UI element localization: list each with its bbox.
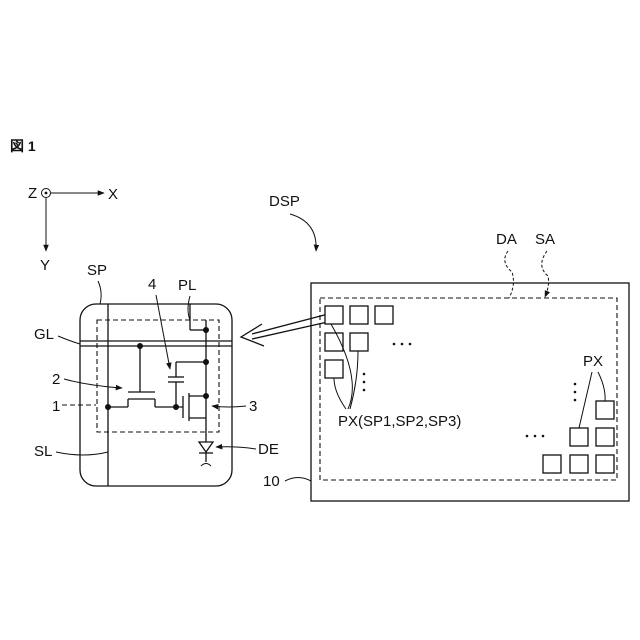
label-sa: SA — [535, 231, 555, 248]
subpixel-dashed-region — [97, 320, 219, 432]
ellipsis-dot — [363, 373, 366, 376]
z-axis-dot — [45, 192, 48, 195]
leader-px-group-a — [334, 378, 346, 409]
power-node — [203, 327, 209, 333]
leader-2 — [64, 379, 122, 388]
pixel — [596, 455, 614, 473]
ellipsis-dot — [526, 435, 529, 438]
pixel — [596, 428, 614, 446]
ellipsis-dot — [574, 391, 577, 394]
leader-sl — [56, 452, 108, 455]
label-4: 4 — [148, 276, 156, 293]
label-3: 3 — [249, 398, 257, 415]
label-1: 1 — [52, 398, 60, 415]
diode-break-mark — [201, 464, 211, 467]
ellipsis-dot — [409, 343, 412, 346]
leader-px-right-a — [579, 372, 592, 428]
leader-da — [505, 251, 514, 298]
figure-title: 図 1 — [10, 138, 36, 154]
pixel — [350, 306, 368, 324]
subpixel-detail — [80, 304, 232, 486]
pixel — [375, 306, 393, 324]
pixel — [570, 428, 588, 446]
drive-source-node — [203, 393, 209, 399]
gate-node — [137, 343, 143, 349]
label-pl: PL — [178, 277, 196, 294]
leader-dsp — [290, 214, 316, 251]
label-dsp: DSP — [269, 193, 300, 210]
pixel — [570, 455, 588, 473]
label-sp: SP — [87, 262, 107, 279]
ellipsis-dot — [542, 435, 545, 438]
enlargement-arrow — [241, 313, 332, 346]
pixel — [596, 401, 614, 419]
leader-10 — [285, 478, 311, 482]
leader-4 — [156, 295, 170, 369]
pixel — [350, 333, 368, 351]
capacitor-power-node — [203, 359, 209, 365]
label-2: 2 — [52, 371, 60, 388]
leader-sp — [98, 281, 101, 304]
label-10: 10 — [263, 473, 280, 490]
axis-y-label: Y — [40, 257, 50, 274]
leader-gl — [58, 336, 80, 344]
axis-z-label: Z — [28, 185, 37, 202]
ellipsis-dot — [363, 389, 366, 392]
enlargement-arrow-head — [241, 324, 264, 346]
ellipsis-dot — [574, 399, 577, 402]
leader-sa — [542, 251, 549, 297]
label-de: DE — [258, 441, 279, 458]
subpixel-outline — [80, 304, 232, 486]
pixel — [325, 306, 343, 324]
ellipsis-dot — [363, 381, 366, 384]
axis-x-label: X — [108, 186, 118, 203]
display-panel — [311, 283, 629, 501]
diode-symbol — [199, 442, 213, 452]
label-px-right: PX — [583, 353, 603, 370]
ellipsis-dot — [401, 343, 404, 346]
ellipsis-dot — [534, 435, 537, 438]
label-px-group: PX(SP1,SP2,SP3) — [338, 413, 461, 430]
label-sl: SL — [34, 443, 52, 460]
label-da: DA — [496, 231, 517, 248]
pixel — [325, 360, 343, 378]
coordinate-axes: Z X Y — [28, 185, 118, 274]
leader-px-right-b — [598, 372, 605, 401]
ellipsis-dot — [393, 343, 396, 346]
label-gl: GL — [34, 326, 54, 343]
pixel — [543, 455, 561, 473]
ellipsis-dot — [574, 383, 577, 386]
leader-3 — [212, 406, 246, 407]
leader-de — [216, 447, 256, 449]
